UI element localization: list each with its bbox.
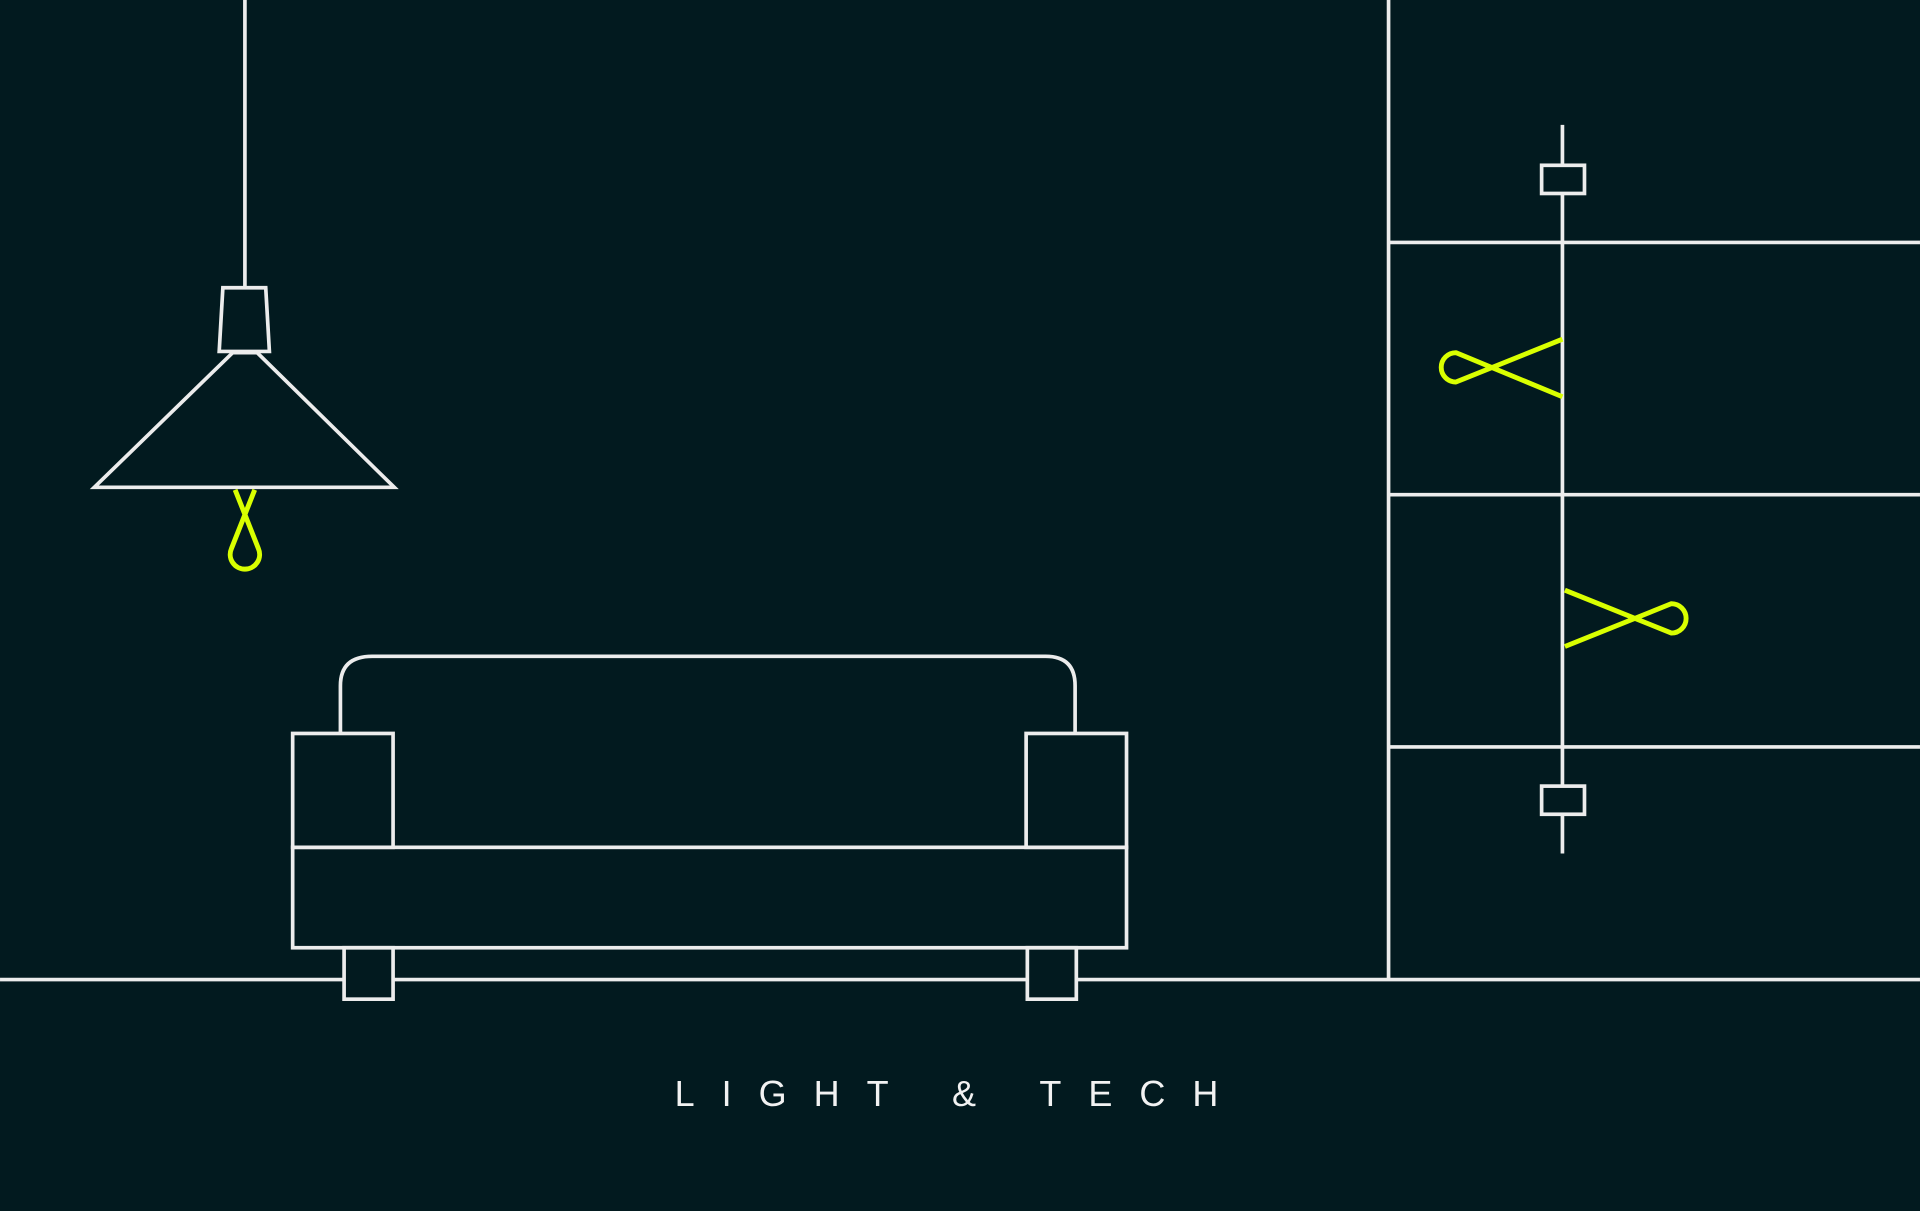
sofa-icon bbox=[290, 654, 1129, 1002]
bulb-icon bbox=[1438, 336, 1564, 399]
bulb-icon bbox=[1563, 587, 1689, 649]
shelving-unit bbox=[1386, 0, 1920, 980]
pendant-lamp-icon bbox=[89, 0, 399, 572]
brand-title: LIGHT & TECH bbox=[674, 1073, 1246, 1114]
bulb-icon bbox=[227, 488, 263, 572]
